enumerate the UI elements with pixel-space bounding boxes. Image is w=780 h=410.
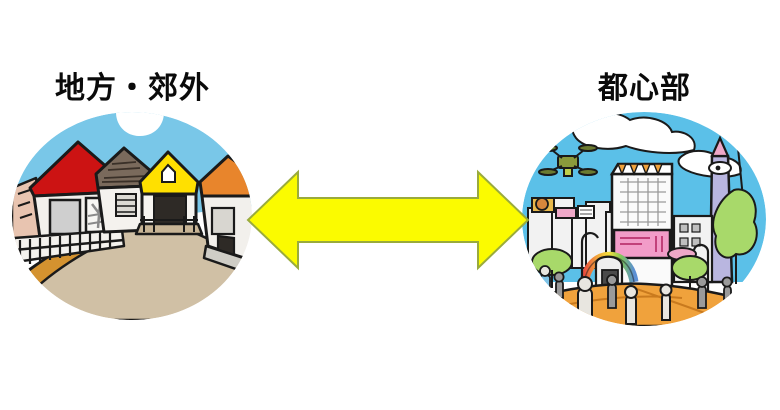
arrow-shape	[246, 169, 530, 271]
bidirectional-arrow	[246, 168, 530, 272]
rural-area-label: 地方・郊外	[55, 71, 210, 106]
urban-center-label: 都心部	[598, 71, 691, 106]
rural-scene-illustration	[12, 112, 252, 320]
urban-scene-illustration	[522, 112, 766, 326]
